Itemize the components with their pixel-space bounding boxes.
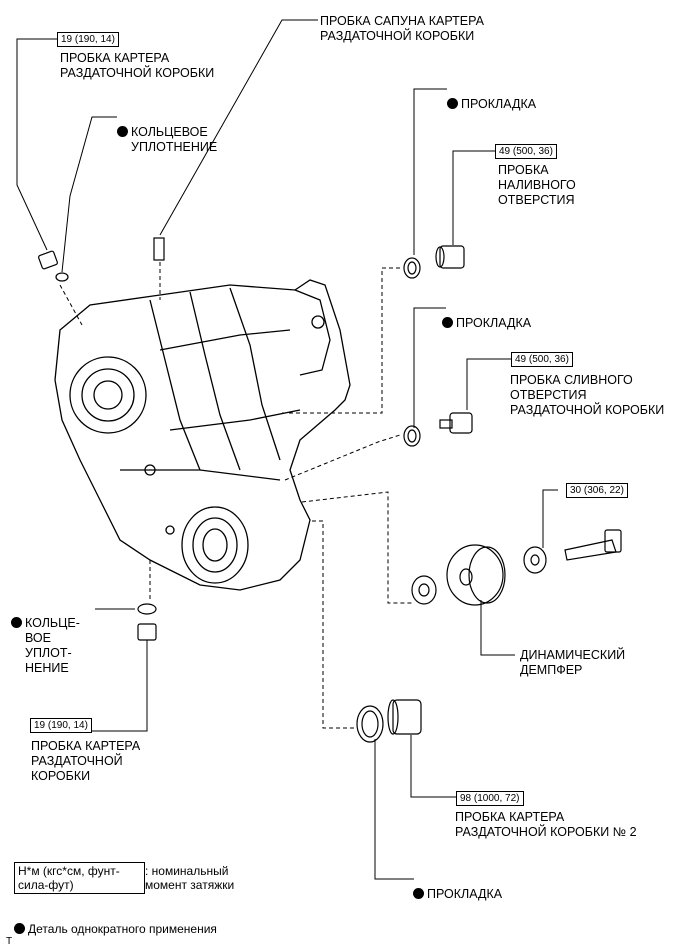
- single-use-dot-icon: [413, 888, 424, 899]
- label-gasket-3: ПРОКЛАДКА: [413, 872, 502, 902]
- torque-fill-plug: 49 (500, 36): [495, 144, 557, 159]
- torque-upper-left: 19 (190, 14): [57, 32, 119, 47]
- label-gasket-1: ПРОКЛАДКА: [447, 82, 536, 112]
- transfer-case-body: [54, 279, 351, 591]
- corner-mark: T: [6, 936, 13, 947]
- torque-damper-bolt: 30 (306, 22): [566, 483, 628, 498]
- label-dynamic-damper: ДИНАМИЧЕСКИЙ ДЕМПФЕР: [520, 648, 626, 677]
- label-oring-upper-text: КОЛЬЦЕВОЕ УПЛОТНЕНИЕ: [131, 125, 218, 154]
- label-oring-lower: КОЛЬЦЕ- ВОЕ УПЛОТ- НЕНИЕ: [11, 601, 80, 676]
- leader-lines: [16, 19, 558, 880]
- label-oring-lower-text: КОЛЬЦЕ- ВОЕ УПЛОТ- НЕНИЕ: [25, 616, 80, 675]
- label-gasket-3-text: ПРОКЛАДКА: [427, 887, 503, 901]
- label-oring-upper: КОЛЬЦЕВОЕ УПЛОТНЕНИЕ: [117, 110, 217, 155]
- torque-drain-plug: 49 (500, 36): [511, 352, 573, 367]
- single-use-dot-icon: [14, 923, 25, 934]
- label-gasket-1-text: ПРОКЛАДКА: [461, 97, 537, 111]
- label-plug-upper-left: ПРОБКА КАРТЕРА РАЗДАТОЧНОЙ КОРОБКИ: [60, 51, 215, 80]
- small-parts: [38, 237, 622, 743]
- single-use-dot-icon: [447, 98, 458, 109]
- label-breather-plug: ПРОБКА САПУНА КАРТЕРА РАЗДАТОЧНОЙ КОРОБК…: [320, 14, 484, 43]
- legend-unit-description: : номинальный момент затяжки: [145, 864, 235, 892]
- label-drain-plug: ПРОБКА СЛИВНОГО ОТВЕРСТИЯ РАЗДАТОЧНОЙ КО…: [510, 373, 665, 417]
- single-use-dot-icon: [442, 317, 453, 328]
- label-plug-no2: ПРОБКА КАРТЕРА РАЗДАТОЧНОЙ КОРОБКИ № 2: [455, 810, 637, 839]
- single-use-dot-icon: [117, 126, 128, 137]
- legend-single-use: Деталь однократного применения: [14, 907, 217, 937]
- assembly-dash-lines: [59, 262, 412, 729]
- legend-single-use-text: Деталь однократного применения: [28, 922, 217, 936]
- label-plug-lower-left: ПРОБКА КАРТЕРА РАЗДАТОЧНОЙ КОРОБКИ: [31, 739, 141, 783]
- legend-unit-box: Н*м (кгс*см, фунт- сила-фут): [14, 862, 145, 894]
- torque-plug-no2: 98 (1000, 72): [456, 791, 524, 806]
- label-gasket-2-text: ПРОКЛАДКА: [456, 316, 532, 330]
- label-gasket-2: ПРОКЛАДКА: [442, 301, 531, 331]
- label-fill-plug: ПРОБКА НАЛИВНОГО ОТВЕРСТИЯ: [498, 163, 576, 207]
- torque-lower-left: 19 (190, 14): [30, 718, 92, 733]
- single-use-dot-icon: [11, 617, 22, 628]
